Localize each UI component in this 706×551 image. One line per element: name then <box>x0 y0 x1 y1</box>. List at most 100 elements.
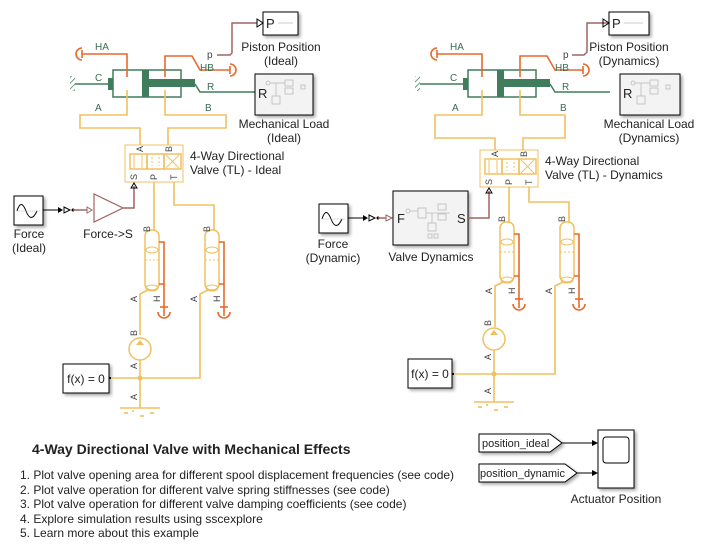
goto-from-position-dynamic[interactable]: position_dynamic <box>478 463 578 483</box>
ideal-force-sublabel: (Ideal) <box>12 241 46 255</box>
ideal-chamber-p[interactable]: B A H <box>129 226 171 319</box>
valve-dynamics-label: Valve Dynamics <box>388 250 473 264</box>
ideal-reference-icon <box>70 76 75 91</box>
port-label-hb: HB <box>555 63 569 74</box>
port-label-p: p <box>207 50 213 61</box>
actuator-position-scope[interactable]: Actuator Position <box>571 429 662 506</box>
ideal-force-source-block[interactable]: Force (Ideal) <box>12 195 46 255</box>
dynamics-mechanical-load-sublabel: (Dynamics) <box>619 131 680 145</box>
chamber2-port-h: H <box>212 296 222 303</box>
chamber-port-b: B <box>142 226 152 232</box>
mech-load-port-r: R <box>258 86 267 101</box>
dynamics-force-source-block[interactable]: Force (Dynamic) <box>306 203 361 265</box>
gain-label: Force->S <box>83 227 133 241</box>
scope-screen-icon <box>602 436 630 464</box>
note-link-plot-spring-stiffness[interactable]: 2. Plot valve operation for different va… <box>20 482 390 497</box>
piston-position-port-p: P <box>612 16 621 31</box>
port-label-hb: HB <box>200 63 214 74</box>
valve-port-b: B <box>164 146 174 152</box>
ideal-hydraulic-reference-icon: A <box>120 394 160 417</box>
ideal-mechanical-load-block[interactable]: R Mechanical Load (Ideal) <box>239 73 330 145</box>
simulink-ps-converter-icon <box>63 206 72 214</box>
valve-port-b: B <box>519 151 529 157</box>
port-label-r: R <box>562 82 569 93</box>
ideal-solver-configuration[interactable]: f(x) = 0 <box>62 363 111 394</box>
port-label-a: A <box>452 103 459 114</box>
dynamics-piston-position-block[interactable]: P Piston Position (Dynamics) <box>589 11 669 68</box>
piston-position-port-p: P <box>266 16 275 31</box>
ideal-force-to-s-gain[interactable]: Force->S <box>83 193 133 241</box>
valve-port-p: P <box>504 179 514 185</box>
ideal-directional-valve-block[interactable]: A B S P T 4-Way Directional Valve (TL) -… <box>124 144 284 183</box>
port-label-ha: HA <box>95 42 109 53</box>
dynamics-valve-sublabel: Valve (TL) - Dynamics <box>545 168 663 182</box>
ideal-mechanical-load-label: Mechanical Load <box>239 117 330 131</box>
note-link-learn-more[interactable]: 5. Learn more about this example <box>20 526 199 541</box>
dynamics-piston-position-sublabel: (Dynamics) <box>599 54 660 68</box>
note-link-plot-opening-area[interactable]: 1. Plot valve opening area for different… <box>20 468 455 482</box>
ideal-force-label: Force <box>14 227 45 241</box>
port-label-b: B <box>560 103 567 114</box>
chamber2-port-h: H <box>567 288 577 295</box>
ideal-subsystem: HA C A p HB R B P Piston Position (Ideal… <box>12 11 330 417</box>
note-link-plot-damping[interactable]: 3. Plot valve operation for different va… <box>20 497 407 512</box>
model-notes-list: 1. Plot valve opening area for different… <box>20 468 454 541</box>
valve-port-t: T <box>169 174 179 180</box>
chamber-port-a: A <box>129 296 139 302</box>
chamber-port-h: H <box>152 296 162 303</box>
ideal-ha-thermal-ref-icon <box>75 47 83 61</box>
ideal-piston-position-block[interactable]: P Piston Position (Ideal) <box>241 11 321 68</box>
port-label-c: C <box>95 73 102 84</box>
dynamics-directional-valve-block[interactable]: A B S P T 4-Way Directional Valve (TL) -… <box>479 149 663 188</box>
chamber-port-h: H <box>507 288 517 295</box>
dynamics-solver-configuration[interactable]: f(x) = 0 <box>407 358 454 389</box>
ideal-valve-sublabel: Valve (TL) - Ideal <box>190 163 281 177</box>
chamber2-port-b: B <box>557 216 567 222</box>
subsystem-preview-icon <box>265 79 306 105</box>
chamber2-port-a: A <box>544 288 554 294</box>
note-link-sscexplore[interactable]: 4. Explore simulation results using ssce… <box>20 511 263 526</box>
solver-label: f(x) = 0 <box>411 367 449 381</box>
valve-port-a: A <box>490 151 500 157</box>
valve-dynamics-port-f: F <box>397 211 405 226</box>
ideal-hb-thermal-ref-icon <box>229 63 237 77</box>
chamber-port-a: A <box>484 288 494 294</box>
from-tag-position-ideal: position_ideal <box>482 438 549 450</box>
ideal-piston-position-label: Piston Position <box>241 40 320 54</box>
solver-label: f(x) = 0 <box>67 372 105 386</box>
valve-port-s: S <box>484 179 494 185</box>
mech-load-port-r: R <box>623 86 632 101</box>
dynamics-actuator[interactable]: HA C A p HB R B <box>415 22 612 150</box>
dynamics-chamber-p[interactable]: B A H <box>484 216 526 311</box>
ideal-actuator[interactable]: HA C A p HB R B <box>70 22 257 145</box>
ideal-mechanical-load-sublabel: (Ideal) <box>267 131 301 145</box>
pump-port-b: B <box>129 330 139 336</box>
pump-port-a: A <box>129 363 139 369</box>
valve-port-p: P <box>149 174 159 180</box>
ground-port-a: A <box>483 388 493 394</box>
from-tag-position-dynamic: position_dynamic <box>480 468 565 480</box>
valve-dynamics-port-s: S <box>457 211 466 226</box>
valve-port-t: T <box>524 179 534 185</box>
dynamics-mechanical-load-block[interactable]: R Mechanical Load (Dynamics) <box>604 73 695 145</box>
dynamics-subsystem: HA C A p HB R B P Piston Position (Dynam… <box>415 11 695 150</box>
subsystem-preview-icon <box>630 79 671 105</box>
dynamics-mechanical-load-label: Mechanical Load <box>604 117 695 131</box>
dynamics-piston-position-label: Piston Position <box>589 40 668 54</box>
dynamics-hydraulic-reference-icon: A <box>474 388 514 411</box>
dynamics-chamber-t[interactable]: B A H <box>544 216 586 311</box>
chamber2-port-a: A <box>189 296 199 302</box>
ideal-chamber-t[interactable]: B A H <box>189 226 231 319</box>
scope-label: Actuator Position <box>571 492 662 506</box>
goto-from-position-ideal[interactable]: position_ideal <box>478 433 563 453</box>
simulink-ps-converter-icon <box>368 214 377 222</box>
chamber2-port-b: B <box>202 226 212 232</box>
port-label-ha: HA <box>450 42 464 53</box>
subsystem-preview-icon <box>405 203 450 239</box>
port-label-r: R <box>207 82 214 93</box>
port-label-p: p <box>563 50 569 61</box>
valve-dynamics-block[interactable]: F S Valve Dynamics <box>388 190 474 264</box>
valve-port-a: A <box>135 146 145 152</box>
pump-port-b: B <box>483 320 493 326</box>
dynamics-force-sublabel: (Dynamic) <box>306 251 361 265</box>
